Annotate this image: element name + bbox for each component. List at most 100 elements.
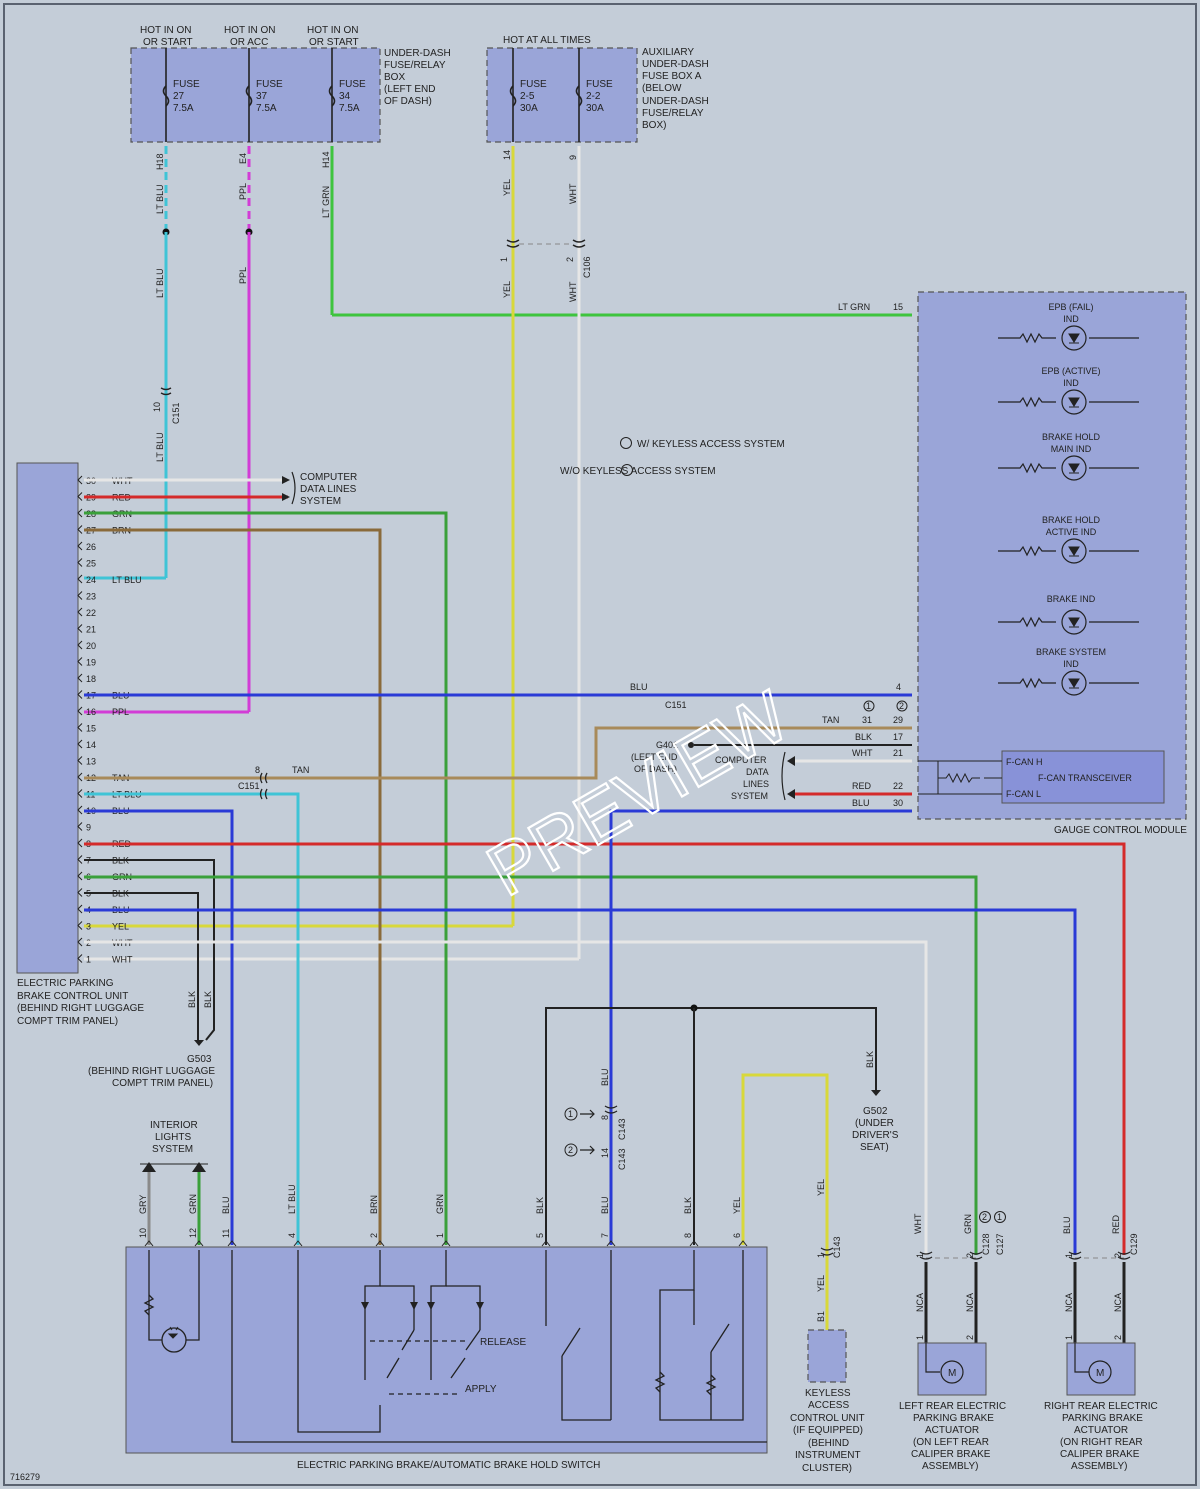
switch-pin-color: YEL <box>732 1197 742 1214</box>
epb-pin-number: 16 <box>86 707 96 717</box>
indicator-label: BRAKE SYSTEM <box>1036 647 1106 657</box>
epb-pin-number: 22 <box>86 608 96 618</box>
fuse-box-2-outline <box>486 47 638 143</box>
feed-2b: OR ACC <box>230 37 268 48</box>
keyless-unit <box>807 1329 847 1383</box>
pin-terminal-icon <box>77 657 83 666</box>
indicator-label: MAIN IND <box>1051 444 1092 454</box>
wire-wht-top: WHT <box>568 183 578 204</box>
indicator-label: BRAKE IND <box>1047 594 1096 604</box>
wire-yel-top: YEL <box>502 179 512 196</box>
epb-pin-color: WHT <box>112 955 133 965</box>
c151-tan-connector-icon <box>259 772 268 784</box>
left-act-c127: C127 <box>995 1233 1005 1255</box>
interior-label-0: INTERIOR <box>150 1120 198 1131</box>
pin-terminal-icon <box>77 508 83 518</box>
switch-pin-color: LT BLU <box>287 1184 297 1214</box>
c151-pin-10: 10 <box>152 402 162 412</box>
c106-pin-1: 1 <box>499 257 509 262</box>
g502-label-3: SEAT) <box>860 1142 889 1153</box>
c143-circle-1-icon <box>564 1107 578 1121</box>
pin-terminal-icon <box>77 525 83 534</box>
fuse-27-amp: 7.5A <box>173 103 194 114</box>
pin-terminal-icon <box>77 690 83 699</box>
left-act-pin-2-top: 2 <box>965 1253 975 1258</box>
gauge-pin-21: 21 <box>893 748 903 758</box>
fb2-label-4: UNDER-DASH <box>642 96 709 107</box>
c151-pin-8: 8 <box>255 765 260 775</box>
pin-terminal-icon <box>77 624 83 633</box>
left-act-wire-2: GRN <box>963 1214 973 1234</box>
fb2-label-2: FUSE BOX A <box>642 71 702 82</box>
right-act-label-0: RIGHT REAR ELECTRIC <box>1044 1401 1158 1412</box>
left-act-circle-2: 2 <box>982 1212 987 1222</box>
cdl2-label-0: COMPUTER <box>715 755 767 765</box>
pin-terminal-icon <box>77 937 83 947</box>
fb2-label-0: AUXILIARY <box>642 47 694 58</box>
switch-terminal-icon <box>689 1240 699 1247</box>
c143-connector-icon <box>604 1105 618 1114</box>
fb2-label-6: BOX) <box>642 120 666 131</box>
switch-pin-number: 5 <box>535 1233 545 1238</box>
pin-terminal-icon <box>77 723 83 732</box>
switch-pin-number: 8 <box>683 1233 693 1238</box>
switch-pin-number: 10 <box>138 1228 148 1238</box>
c143-pin-14: 14 <box>600 1148 610 1158</box>
right-act-nca-2: NCA <box>1113 1293 1123 1312</box>
c106-pin-2: 2 <box>565 257 575 262</box>
g503-label-0: G503 <box>187 1054 212 1065</box>
c143-keyless-connector-icon <box>820 1247 834 1256</box>
cdl1-label-2: SYSTEM <box>300 496 341 507</box>
epb-pin-number: 15 <box>86 724 96 734</box>
fuse-2-5-name: FUSE <box>520 79 547 90</box>
circle-2-icon <box>896 700 908 712</box>
epb-pin-row: 20 <box>77 640 96 651</box>
mid-blk-label: BLK <box>855 732 872 742</box>
pin-terminal-icon <box>77 954 83 963</box>
fuse-2-2-name: FUSE <box>586 79 613 90</box>
fuse-2-2-icon <box>575 85 583 107</box>
switch-terminal-icon <box>144 1240 154 1247</box>
epb-pin-number: 23 <box>86 592 96 602</box>
circle-2: 2 <box>899 701 904 711</box>
left-act-pin-1: 1 <box>915 1335 925 1340</box>
indicator-resistor-icon <box>998 545 1139 557</box>
right-act-nca-1: NCA <box>1064 1293 1074 1312</box>
epb-pin-number: 19 <box>86 658 96 668</box>
epb-label-2: (BEHIND RIGHT LUGGAGE <box>17 1003 144 1014</box>
g401-ground-icon <box>688 742 694 748</box>
right-act-pin-1: 1 <box>1064 1335 1074 1340</box>
g401-label-0: G401 <box>656 740 678 750</box>
keyless-yel-top: YEL <box>816 1179 826 1196</box>
epb-pin-row: 26 <box>77 541 96 552</box>
switch-pin-number: 2 <box>369 1233 379 1238</box>
pin-terminal-icon <box>77 673 83 683</box>
wire-ltblu-low: LT BLU <box>155 432 165 462</box>
g503-wire-1: BLK <box>187 991 197 1008</box>
keyless-yel-bottom: YEL <box>816 1275 826 1292</box>
switch-pin-color: GRY <box>138 1195 148 1214</box>
mid-c151-label: C151 <box>665 700 687 710</box>
epb-pin-number: 24 <box>86 575 96 585</box>
epb-pin-row: 25 <box>77 558 96 569</box>
mid-wire-labels: BLU C151 TAN TAN 8 C151 G401 (LEFT END O… <box>238 682 912 1245</box>
interior-label-2: SYSTEM <box>152 1144 193 1155</box>
cdl2-label-2: LINES <box>743 779 769 789</box>
right-act-label-4: CALIPER BRAKE <box>1060 1449 1140 1460</box>
indicator-resistor-icon <box>998 462 1139 474</box>
left-act-label-0: LEFT REAR ELECTRIC <box>899 1401 1006 1412</box>
epb-unit-body <box>16 462 79 974</box>
pin-14: 14 <box>502 150 512 160</box>
switch-pin-color: GRN <box>435 1194 445 1214</box>
g401-label-2: OF DASH) <box>634 764 677 774</box>
indicator-label: ACTIVE IND <box>1046 527 1097 537</box>
switch-terminal-icon <box>293 1240 303 1247</box>
led-diode-icon <box>1068 463 1080 474</box>
mid-blu30-label: BLU <box>852 798 870 808</box>
resistor-icon <box>938 772 980 784</box>
gauge-pin-15: 15 <box>893 302 903 312</box>
